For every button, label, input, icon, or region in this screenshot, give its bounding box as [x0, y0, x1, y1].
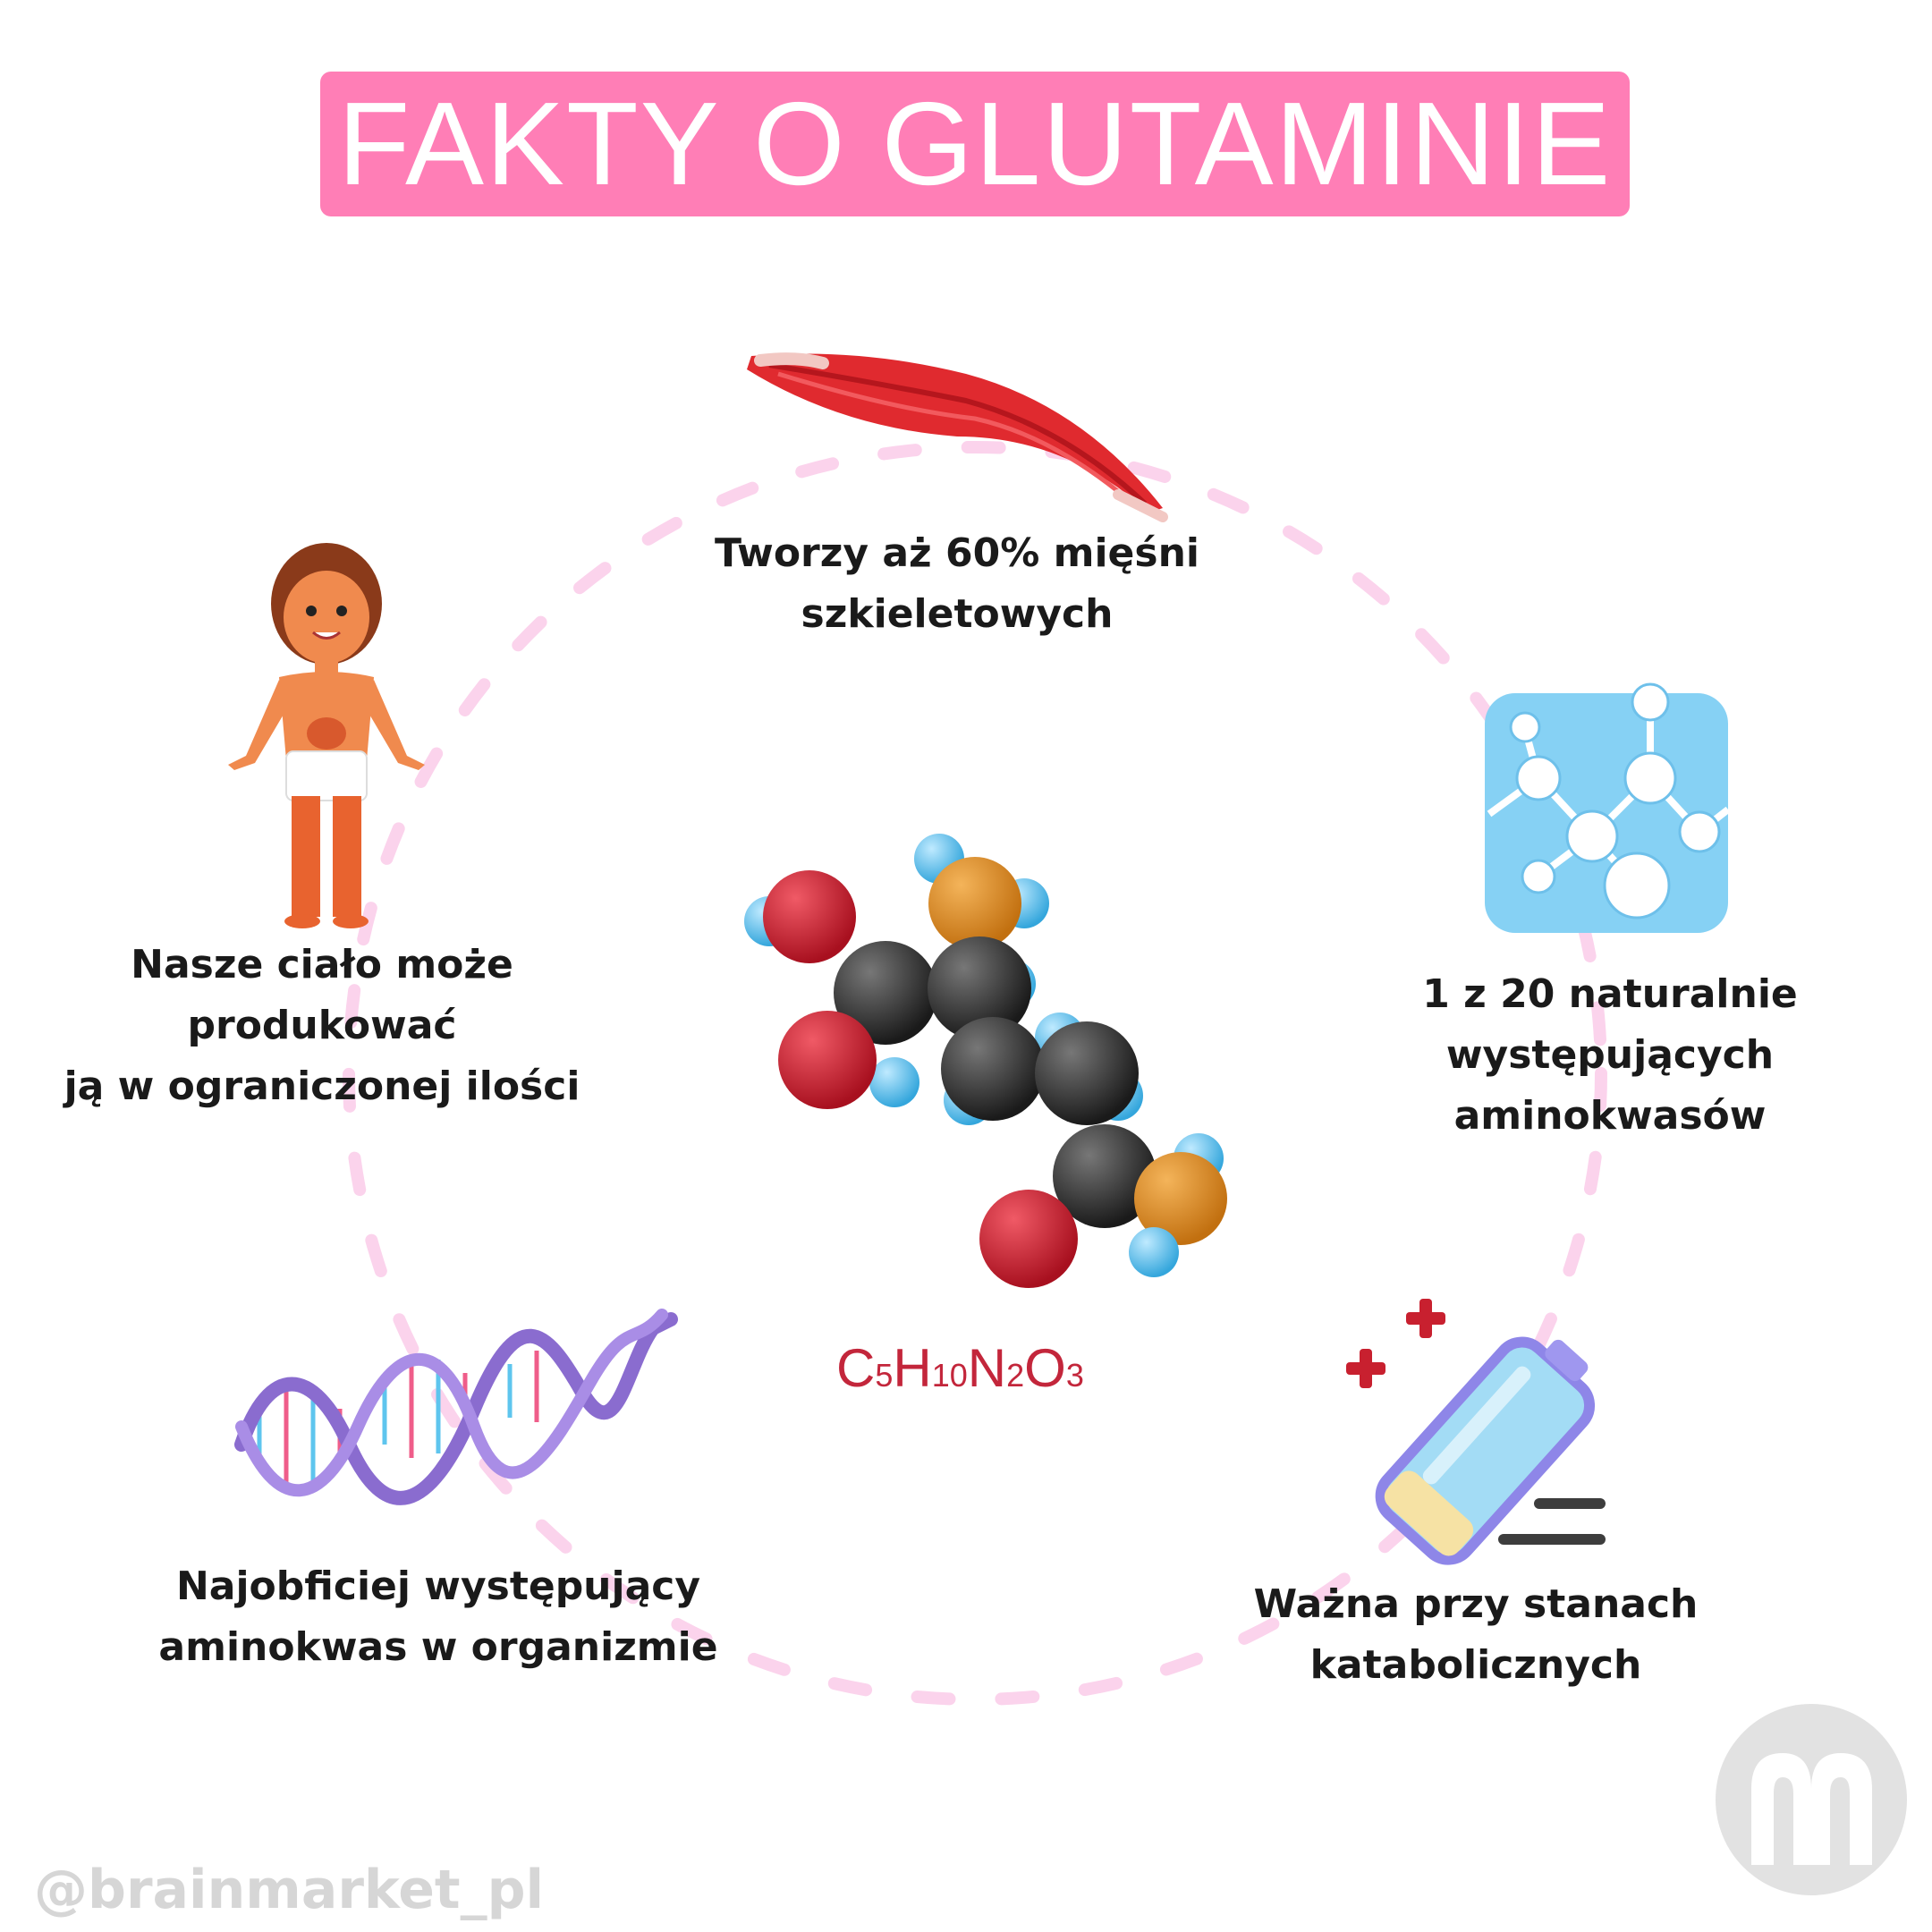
chemical-formula: C5H10N2O3	[836, 1337, 1084, 1399]
fact-dna-line-2: aminokwas w organizmie	[158, 1624, 718, 1670]
fact-amino: 1 z 20 naturalnie występujących aminokwa…	[1342, 964, 1878, 1147]
fact-muscle-line-2: szkieletowych	[801, 591, 1114, 637]
battery-icon	[1346, 1299, 1606, 1565]
fact-amino-line-3: aminokwasów	[1453, 1093, 1767, 1139]
glutamine-molecule-icon	[744, 834, 1227, 1288]
formula-c: C	[836, 1338, 876, 1398]
formula-h-count: 10	[931, 1357, 968, 1394]
formula-o-count: 3	[1065, 1357, 1084, 1394]
fact-muscle: Tworzy aż 60% mięśni szkieletowych	[698, 523, 1216, 645]
formula-h: H	[893, 1338, 932, 1398]
brand-logo-icon	[1716, 1704, 1907, 1895]
fact-body: Nasze ciało może produkować ją w ogranic…	[54, 935, 590, 1117]
fact-body-line-2: produkować	[187, 1003, 457, 1048]
fact-body-line-1: Nasze ciało może	[131, 942, 513, 987]
child-body-icon	[228, 543, 425, 928]
title-banner: FAKTY O GLUTAMINIE	[320, 72, 1630, 216]
fact-battery-line-2: katabolicznych	[1309, 1642, 1642, 1688]
muscle-icon	[747, 352, 1168, 522]
dna-icon	[234, 1309, 678, 1505]
page-title: FAKTY O GLUTAMINIE	[337, 78, 1613, 209]
fact-dna: Najobficiej występujący aminokwas w orga…	[116, 1556, 760, 1678]
formula-o: O	[1024, 1338, 1066, 1398]
formula-n-count: 2	[1006, 1357, 1025, 1394]
social-handle: @brainmarket_pl	[34, 1859, 545, 1921]
fact-amino-line-2: występujących	[1445, 1032, 1775, 1078]
fact-dna-line-1: Najobficiej występujący	[175, 1563, 701, 1609]
formula-n: N	[967, 1338, 1007, 1398]
fact-amino-line-1: 1 z 20 naturalnie	[1422, 971, 1798, 1017]
fact-battery-line-1: Ważna przy stanach	[1253, 1581, 1699, 1627]
fact-battery: Ważna przy stanach katabolicznych	[1199, 1574, 1753, 1696]
fact-muscle-line-1: Tworzy aż 60% mięśni	[715, 530, 1199, 576]
fact-body-line-3: ją w ograniczonej ilości	[64, 1063, 580, 1109]
formula-c-count: 5	[875, 1357, 894, 1394]
molecule-icon	[1485, 682, 1731, 933]
